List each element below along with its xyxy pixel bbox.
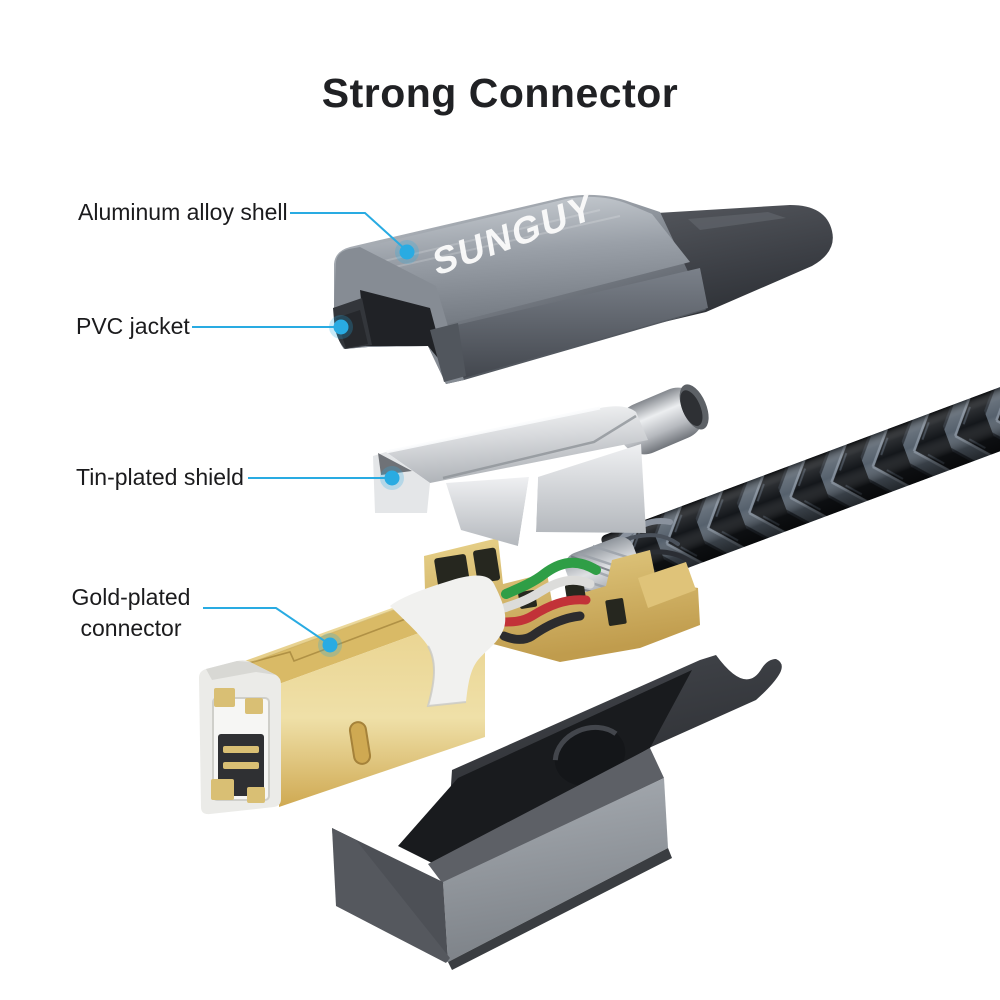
aluminum-alloy-shell: SUNGUY bbox=[333, 184, 833, 384]
callout-label-tin-shield: Tin-plated shield bbox=[76, 464, 244, 490]
callout-dot-pvc-jacket bbox=[333, 319, 349, 335]
nylon-braided-cable bbox=[601, 377, 1000, 592]
wire-black bbox=[499, 611, 585, 644]
wire-green bbox=[501, 557, 601, 599]
leader-line-aluminum-shell bbox=[290, 212, 408, 252]
shield-skirt-flap bbox=[536, 444, 646, 533]
side-latch-slot bbox=[348, 721, 372, 765]
shield-skirt-flap bbox=[446, 477, 529, 546]
gold-corner-pads bbox=[211, 688, 265, 803]
callout-label-pvc-jacket: PVC jacket bbox=[76, 313, 190, 339]
white-insulator bbox=[390, 575, 506, 706]
page-title: Strong Connector bbox=[321, 70, 679, 116]
callout-dot-aluminum-shell bbox=[399, 244, 415, 260]
gold-plated-connector bbox=[199, 575, 506, 815]
callout-dots bbox=[318, 240, 419, 657]
leader-line-gold-connector bbox=[203, 607, 330, 645]
pvc-jacket-opening bbox=[360, 290, 446, 368]
usb-b-front-face bbox=[199, 660, 281, 815]
callout-label-gold-connector-line2: connector bbox=[80, 615, 182, 641]
wire-white bbox=[499, 575, 595, 613]
callout-label-gold-connector-line1: Gold-plated bbox=[71, 584, 191, 610]
gold-pin bbox=[223, 746, 259, 753]
jacket-front-face bbox=[443, 778, 668, 962]
gold-pin bbox=[223, 762, 259, 769]
tin-plated-shield bbox=[373, 384, 709, 546]
pvc-jacket-bottom-shell bbox=[332, 655, 782, 970]
wire-red bbox=[497, 595, 591, 627]
callout-label-aluminum-shell: Aluminum alloy shell bbox=[78, 199, 288, 225]
callout-dot-gold-connector bbox=[322, 637, 338, 653]
callout-dot-tin-shield bbox=[384, 470, 400, 486]
wires bbox=[497, 557, 601, 644]
callout-leaders bbox=[192, 212, 408, 645]
callout-label-gold-connector: Gold-plated connector bbox=[62, 582, 200, 644]
